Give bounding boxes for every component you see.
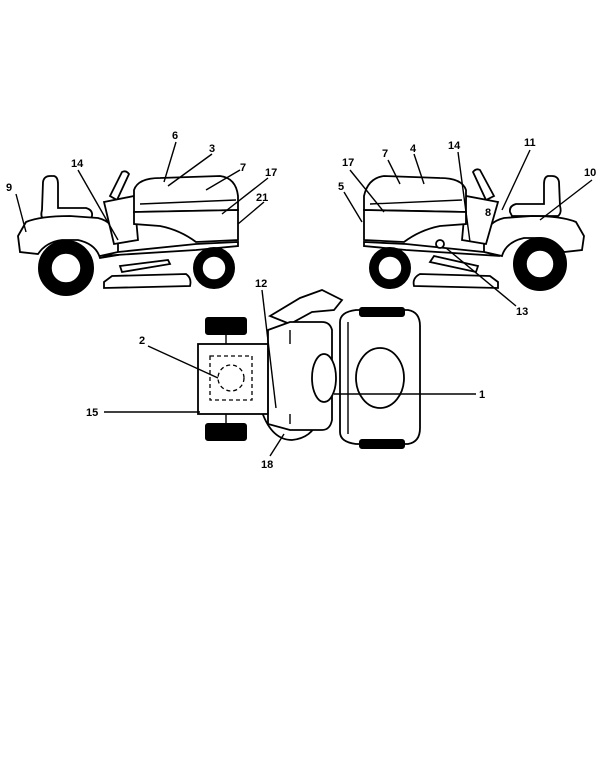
callout-9: 9 [6,182,12,194]
callout-2: 2 [139,335,145,347]
callout-13: 13 [516,306,528,318]
callout-14-right: 14 [448,140,461,152]
mower-deck-right [412,273,499,289]
seat-top [267,289,344,325]
frame-left [99,241,239,257]
seat-right [508,175,562,217]
steering-wheel-left [108,170,131,202]
callout-labels: 9 14 6 3 7 17 21 17 7 4 14 11 10 5 8 13 … [6,130,596,471]
callout-17: 17 [265,167,277,179]
hood-side-left [133,209,239,243]
dash-console-left [102,194,139,246]
callout-17-right: 17 [342,157,354,169]
seat-decal-area [209,355,253,401]
hood-left [133,175,239,213]
callout-6: 6 [172,130,178,142]
callout-12: 12 [255,278,267,290]
grille-top [355,347,405,409]
callout-5: 5 [338,181,344,193]
mower-deck-left [103,273,192,289]
callout-15: 15 [86,407,98,419]
callout-4: 4 [410,143,417,155]
tractor-top-view [197,289,421,449]
callout-7: 7 [240,162,246,174]
callout-8: 8 [485,207,491,219]
callout-18: 18 [261,459,273,471]
callout-10: 10 [584,167,596,179]
callout-14: 14 [71,158,84,170]
tractor-left-side-view [17,170,239,296]
middle-body-top [267,321,333,431]
callout-1: 1 [479,389,485,401]
dash-console-right [461,194,500,246]
callout-3: 3 [209,143,215,155]
callout-7-right: 7 [382,148,388,160]
rear-wheel-top-upper [205,317,247,335]
callout-11: 11 [524,137,536,149]
steering-wheel-right [471,168,496,202]
tractor-right-side-view [363,168,585,291]
frame-right [363,241,501,257]
steering-top [311,353,337,403]
hood-side-right [363,209,467,243]
rear-wheel-top-lower [205,423,247,441]
callout-21: 21 [256,192,268,204]
fender-left [17,215,119,260]
leader-lines [15,141,593,457]
